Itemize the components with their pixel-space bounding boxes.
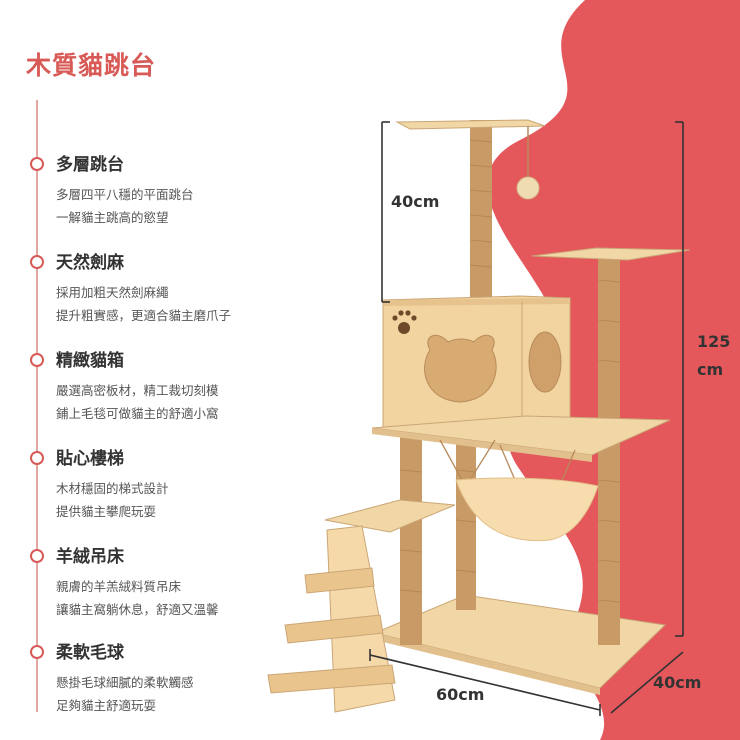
feature-title: 多層跳台 [56, 155, 124, 175]
feature-title: 羊絨吊床 [56, 547, 124, 567]
page-title: 木質貓跳台 [26, 51, 157, 80]
bullet-dot [30, 353, 44, 367]
feature-desc-line2: 提供貓主攀爬玩耍 [56, 504, 157, 519]
feature-title: 天然劍麻 [56, 253, 124, 273]
feature-desc-line1: 親膚的羊羔絨料質吊床 [56, 579, 182, 594]
feature-desc-line1: 木材穩固的梯式設計 [56, 481, 169, 496]
feature-desc-line2: 讓貓主窩躺休息，舒適又溫馨 [56, 602, 219, 617]
feature-desc-line2: 鋪上毛毯可做貓主的舒適小窩 [56, 406, 219, 421]
feature-desc-line1: 嚴選高密板材，精工裁切刻模 [56, 383, 219, 398]
feature-title: 精緻貓箱 [56, 351, 124, 371]
bullet-dot [30, 549, 44, 563]
timeline-line [36, 100, 38, 712]
height-top-label: 40cm [391, 192, 440, 211]
feature-desc-line1: 懸掛毛球細膩的柔軟觸感 [56, 675, 194, 690]
feature-title: 貼心樓梯 [56, 449, 124, 469]
width-label: 60cm [436, 685, 485, 704]
bullet-dot [30, 645, 44, 659]
bullet-dot [30, 451, 44, 465]
bullet-dot [30, 255, 44, 269]
depth-label: 40cm [653, 673, 702, 692]
bullet-dot [30, 157, 44, 171]
feature-title: 柔軟毛球 [56, 643, 124, 663]
height-total-value: 125 [697, 332, 731, 351]
feature-desc-line1: 多層四平八穩的平面跳台 [56, 187, 194, 202]
feature-desc-line1: 採用加粗天然劍麻繩 [56, 285, 169, 300]
height-total-unit: cm [697, 360, 724, 379]
feature-desc-line2: 提升粗實感，更適合貓主磨爪子 [56, 308, 232, 323]
feature-desc-line2: 足夠貓主舒適玩耍 [56, 698, 157, 713]
feature-desc-line2: 一解貓主跳高的慾望 [56, 210, 169, 225]
